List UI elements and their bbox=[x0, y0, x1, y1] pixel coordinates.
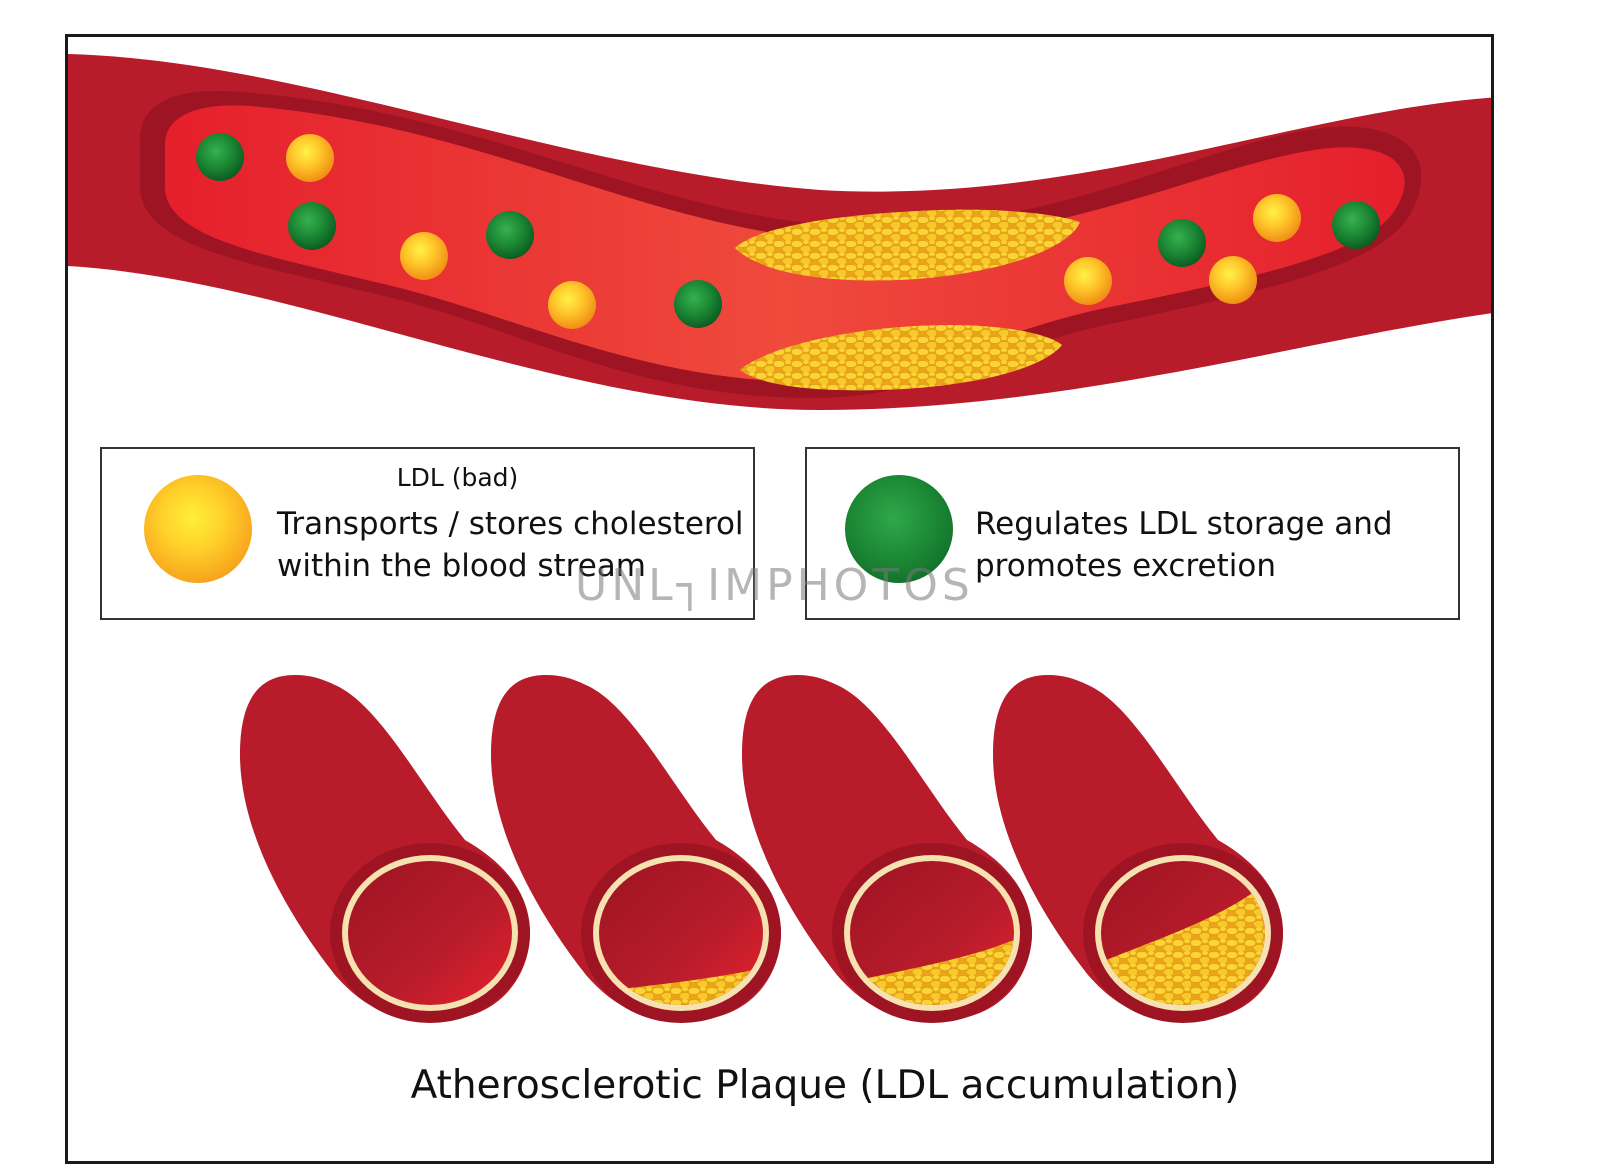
tube-lumen bbox=[348, 861, 512, 1005]
diagram-frame bbox=[65, 34, 1494, 1164]
cross-section-healthy bbox=[240, 675, 530, 1023]
ldl-particle bbox=[1064, 257, 1112, 305]
hdl-particle bbox=[196, 133, 244, 181]
legend-ldl-line2: within the blood stream bbox=[277, 548, 647, 584]
legend-hdl-box: Regulates LDL storage and promotes excre… bbox=[805, 447, 1460, 620]
plaque-group bbox=[1101, 873, 1265, 1005]
ldl-particle bbox=[400, 232, 448, 280]
ldl-ball-icon bbox=[144, 475, 252, 583]
long-artery bbox=[68, 54, 1491, 410]
plaque-upper bbox=[735, 209, 1080, 281]
ldl-particle bbox=[1209, 256, 1257, 304]
ldl-particles bbox=[286, 134, 1301, 329]
cross-section-advanced bbox=[993, 675, 1283, 1023]
cross-section-moderate bbox=[742, 675, 1032, 1023]
legend-hdl-line1: Regulates LDL storage and bbox=[975, 506, 1393, 542]
plaque-lower bbox=[740, 325, 1062, 391]
hdl-particles bbox=[196, 133, 1380, 328]
legend-hdl-description: Regulates LDL storage and promotes excre… bbox=[975, 503, 1445, 587]
hdl-ball-icon bbox=[845, 475, 953, 583]
plaque-deposit bbox=[1101, 873, 1265, 1005]
legend-hdl-line2: promotes excretion bbox=[975, 548, 1276, 584]
legend-ldl-line1: Transports / stores cholesterol bbox=[277, 506, 744, 542]
watermark: UNL┐IMPHOTOS bbox=[575, 560, 974, 611]
plaque-clip-group bbox=[1101, 873, 1265, 1005]
tube-lumen bbox=[599, 861, 763, 1005]
hdl-particle bbox=[486, 211, 534, 259]
ldl-particle bbox=[286, 134, 334, 182]
legend-ldl-description: Transports / stores cholesterol within t… bbox=[277, 503, 747, 587]
hdl-particle bbox=[674, 280, 722, 328]
ldl-particle bbox=[548, 281, 596, 329]
diagram-caption: Atherosclerotic Plaque (LDL accumulation… bbox=[410, 1063, 1240, 1108]
cross-sections bbox=[240, 675, 1283, 1023]
legend-ldl-box: LDL (bad) Transports / stores cholestero… bbox=[100, 447, 755, 620]
legend-ldl-title: LDL (bad) bbox=[396, 463, 519, 492]
hdl-particle bbox=[1332, 201, 1380, 249]
cross-section-early bbox=[491, 675, 781, 1023]
hdl-particle bbox=[1158, 219, 1206, 267]
ldl-particle bbox=[1253, 194, 1301, 242]
hdl-particle bbox=[288, 202, 336, 250]
